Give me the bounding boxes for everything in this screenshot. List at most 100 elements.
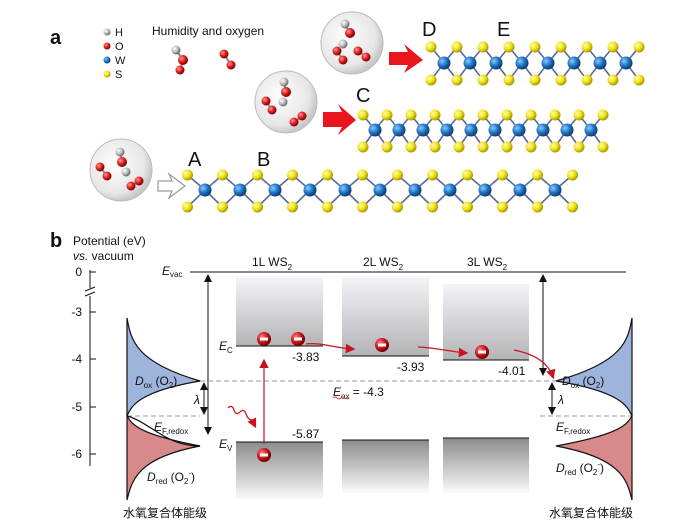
tungsten-atom xyxy=(368,123,382,137)
tungsten-atom xyxy=(541,56,555,70)
arrow-to-de xyxy=(389,44,423,73)
sulfur-atom xyxy=(477,141,489,153)
ev-value-1l: -5.87 xyxy=(292,427,320,441)
sulfur-atom xyxy=(405,141,417,153)
tungsten-atom xyxy=(512,123,526,137)
sulfur-atom xyxy=(425,41,437,53)
transfer-1l-2l xyxy=(305,343,356,354)
sulfur-atom xyxy=(429,141,441,153)
tick-0: 0 xyxy=(75,265,82,279)
ef-redox-label-left: EF,redox xyxy=(154,420,188,436)
y-axis: 0 -3 -4 -5 -6 xyxy=(71,265,96,466)
cb-1l xyxy=(236,277,323,346)
sulfur-atom xyxy=(503,74,515,86)
sulfur-atom xyxy=(451,41,463,53)
sulfur-atom xyxy=(497,169,508,181)
tungsten-atom xyxy=(560,123,574,137)
sulfur-atom xyxy=(573,141,585,153)
atom-legend: H O W S xyxy=(103,27,126,81)
tungsten-atom xyxy=(513,183,527,197)
dox-label-right: Dox (O2) xyxy=(562,374,604,390)
sulfur-atom xyxy=(462,201,473,213)
sulfur-atom xyxy=(501,141,513,153)
eox-label: Eox = -4.3 xyxy=(333,385,384,401)
legend-o-label: O xyxy=(115,41,124,53)
tungsten-atom xyxy=(437,56,451,70)
sulfur-atom xyxy=(532,201,543,213)
sulfur-atom xyxy=(549,141,561,153)
legend-h-dot xyxy=(103,28,111,36)
legend-w-label: W xyxy=(115,55,126,67)
photon-wave xyxy=(227,405,257,429)
axis-title-vs-vacuum: vs. vacuum xyxy=(73,249,134,263)
tick-minus-3: -3 xyxy=(71,305,82,319)
sulfur-atom xyxy=(607,41,619,53)
sulfur-atom xyxy=(357,169,368,181)
vb-1l xyxy=(236,442,323,499)
sulfur-atom xyxy=(529,41,541,53)
sulfur-atom xyxy=(357,201,368,213)
electron-vb xyxy=(257,448,271,462)
sulfur-atom xyxy=(597,109,609,121)
sulfur-atom xyxy=(453,109,465,121)
tungsten-atom xyxy=(392,123,406,137)
molecule-bubble-bottom xyxy=(89,138,153,202)
tungsten-atom xyxy=(567,56,581,70)
tungsten-atom xyxy=(478,183,492,197)
axis-title: Potential (eV) xyxy=(73,234,146,248)
panel-b-label: b xyxy=(50,230,62,252)
lambda-right: λ xyxy=(557,393,564,407)
tungsten-atom xyxy=(198,183,212,197)
molecule-bubble-top xyxy=(320,11,384,75)
sulfur-atom xyxy=(462,169,473,181)
sulfur-atom xyxy=(182,169,193,181)
sulfur-atom xyxy=(532,169,543,181)
legend-w-dot xyxy=(103,56,111,64)
ws2-chains xyxy=(182,41,645,213)
dred-label-left: Dred (O2-) xyxy=(147,469,195,486)
left-distribution xyxy=(126,317,201,501)
sulfur-atom xyxy=(549,109,561,121)
tungsten-atom xyxy=(488,123,502,137)
sulfur-atom xyxy=(217,169,228,181)
tungsten-atom xyxy=(338,183,352,197)
cn-label-right: 水氧复合体能级 xyxy=(549,505,633,520)
sulfur-atom xyxy=(287,169,298,181)
tungsten-atom xyxy=(303,183,317,197)
vb-2l xyxy=(342,440,429,493)
sulfur-atom xyxy=(567,169,578,181)
sulfur-atom xyxy=(453,141,465,153)
tungsten-atom xyxy=(373,183,387,197)
dox-label-left: Dox (O2) xyxy=(135,374,177,390)
sulfur-atom xyxy=(427,201,438,213)
col-header-1l: 1L WS2 xyxy=(252,255,293,272)
vb-3l xyxy=(443,438,529,493)
sulfur-atom xyxy=(322,169,333,181)
tungsten-atom xyxy=(515,56,529,70)
water-molecule xyxy=(171,45,188,75)
col-header-2l: 2L WS2 xyxy=(363,255,404,272)
humidity-caption: Humidity and oxygen xyxy=(152,24,264,38)
site-label-c: C xyxy=(356,85,370,107)
site-label-b: B xyxy=(257,149,270,171)
sulfur-atom xyxy=(497,201,508,213)
evac-label: Evac xyxy=(162,264,182,279)
sulfur-atom xyxy=(287,201,298,213)
ec-label: EC xyxy=(219,339,233,355)
site-label-e: E xyxy=(497,19,510,41)
arrow-to-c xyxy=(323,104,356,135)
sulfur-atom xyxy=(555,74,567,86)
sulfur-atom xyxy=(501,109,513,121)
col-header-3l: 3L WS2 xyxy=(467,255,508,272)
ws2-chain-top xyxy=(425,41,645,86)
tungsten-atom xyxy=(443,183,457,197)
legend-h-label: H xyxy=(115,27,123,39)
tick-minus-5: -5 xyxy=(71,400,82,414)
tungsten-atom xyxy=(416,123,430,137)
tick-minus-6: -6 xyxy=(71,447,82,461)
ef-redox-label-right: EF,redox xyxy=(556,420,590,436)
sulfur-atom xyxy=(503,41,515,53)
tungsten-atom xyxy=(440,123,454,137)
tungsten-atom xyxy=(593,56,607,70)
dred-label-right: Dred (O2-) xyxy=(556,460,604,477)
